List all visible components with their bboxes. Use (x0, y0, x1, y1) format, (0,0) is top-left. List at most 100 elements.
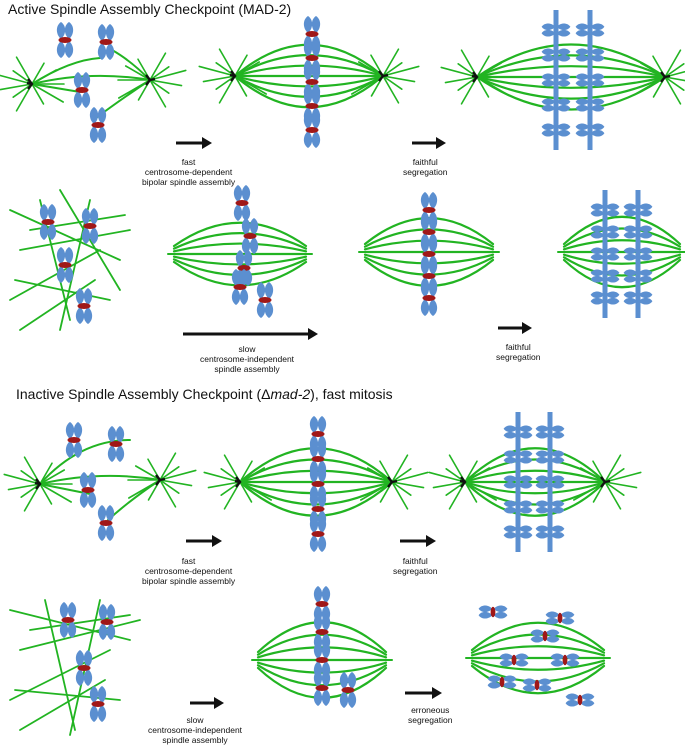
chromosome (241, 218, 259, 254)
chromosome (309, 516, 327, 552)
kinetochore (58, 262, 72, 268)
chromosome (107, 426, 125, 462)
kinetochore (311, 506, 325, 512)
kinetochore (237, 265, 251, 271)
chromosome (339, 672, 357, 708)
chromosome (522, 678, 552, 692)
kinetochore (258, 297, 272, 303)
row4-missegregation (465, 605, 611, 707)
chromosome (231, 269, 249, 305)
chromosome (303, 64, 321, 100)
centrosome (229, 70, 237, 82)
row3-prometaphase (3, 422, 197, 541)
kinetochore (233, 284, 247, 290)
arrow-fast-2 (186, 535, 222, 547)
chromosome (503, 425, 533, 439)
kinetochore (305, 103, 319, 109)
row3-anaphase (428, 412, 642, 552)
kinetochore (422, 229, 436, 235)
chromosome (575, 73, 605, 87)
kinetochore (577, 694, 583, 706)
chromosome (75, 288, 93, 324)
centrosome (145, 74, 156, 86)
kinetochore (305, 55, 319, 61)
chromosome (233, 185, 251, 221)
chromosome (623, 225, 653, 239)
kinetochore (542, 630, 548, 642)
centrosome (471, 71, 479, 83)
chromosome (89, 107, 107, 143)
row1-metaphase (198, 16, 420, 148)
kinetochore (311, 531, 325, 537)
arrow-faithful-1 (412, 137, 446, 149)
chromosome (487, 675, 517, 689)
kinetochore (511, 654, 517, 666)
row2-slow-assembly (167, 185, 313, 318)
kinetochore (67, 437, 81, 443)
kinetochore (83, 223, 97, 229)
chromosome (73, 72, 91, 108)
kinetochore (341, 687, 355, 693)
centrosome (660, 71, 671, 83)
chromosome (303, 112, 321, 148)
title-active-checkpoint: Active Spindle Assembly Checkpoint (MAD-… (8, 1, 292, 17)
arrow-slow-2 (190, 697, 224, 709)
chromosome (65, 422, 83, 458)
kinetochore (235, 200, 249, 206)
kinetochore (562, 654, 568, 666)
kinetochore (109, 441, 123, 447)
centrosome (459, 476, 467, 488)
chromosome (98, 604, 116, 640)
row1-prometaphase (0, 22, 187, 143)
kinetochore (41, 219, 55, 225)
kinetochore (490, 606, 496, 618)
chromosome (623, 203, 653, 217)
centrosome (34, 478, 42, 490)
kinetochore (311, 431, 325, 437)
chromosome (530, 629, 560, 643)
kinetochore (99, 39, 113, 45)
kinetochore (557, 612, 563, 624)
chromosome (39, 204, 57, 240)
kinetochore (100, 619, 114, 625)
kinetochore (315, 629, 329, 635)
centrosome (155, 474, 166, 486)
chromosome (79, 472, 97, 508)
chromosome (59, 602, 77, 638)
chromosome (565, 693, 595, 707)
chromosome (97, 505, 115, 541)
row3-metaphase (203, 416, 429, 552)
kinetochore (422, 251, 436, 257)
chromosome (499, 653, 529, 667)
kinetochore (305, 31, 319, 37)
kinetochore (311, 481, 325, 487)
chromosome (56, 22, 74, 58)
kinetochore (311, 456, 325, 462)
kinetochore (81, 487, 95, 493)
arrow-erroneous (405, 687, 442, 699)
chromosome (313, 670, 331, 706)
centrosome (26, 78, 34, 90)
kinetochore (305, 79, 319, 85)
chromosome (590, 291, 620, 305)
kinetochore (422, 207, 436, 213)
arrow-fast-1 (176, 137, 212, 149)
kinetochore (91, 701, 105, 707)
chromosome (56, 247, 74, 283)
kinetochore (315, 685, 329, 691)
kinetochore (61, 617, 75, 623)
row2-anaphase (557, 190, 685, 318)
chromosome (541, 123, 571, 137)
kinetochore (315, 601, 329, 607)
chromosome (550, 653, 580, 667)
arrow-slow-1 (183, 328, 318, 340)
arrow-faithful-3 (400, 535, 436, 547)
centrosome (600, 476, 611, 488)
chromosome (420, 280, 438, 316)
